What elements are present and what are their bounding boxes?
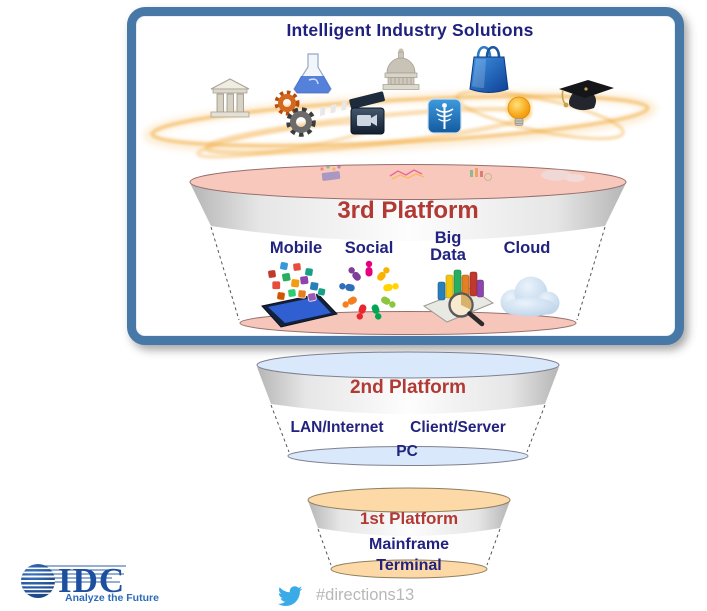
manufacturing-gears-icon [274,90,316,137]
platform2-funnel [256,351,560,466]
healthcare-caduceus-icon [427,98,462,134]
twitter-bird-icon [277,586,303,606]
idc-logo-text: IDC [58,561,126,600]
media-clapperboard-icon [319,91,385,135]
pillar-label-big-data: Big Data [430,229,466,265]
government-capitol-icon [382,48,420,90]
idc-logo-tagline: Analyze the Future [65,592,159,604]
platform2-item-lan-internet: LAN/Internet [290,419,384,436]
ghost-icons [320,165,585,182]
big-data-analytics-icon [422,269,495,327]
social-network-icon [339,260,399,320]
platform2-title: 2nd Platform [349,377,467,398]
platform3-title: 3rd Platform [337,197,479,224]
bank-icon [210,78,250,118]
retail-shopping-bag-icon [469,45,509,93]
platform2-item-pc: PC [396,443,418,460]
cloud-icon [500,276,560,317]
mobile-tablet-icon [261,261,338,328]
pillar-label-mobile: Mobile [269,239,323,257]
education-graduation-cap-icon [559,80,614,111]
platform2-item-client-server: Client/Server [410,419,506,436]
panel-title: Intelligent Industry Solutions [286,20,534,40]
platform3-funnel [189,164,627,335]
pillar-label-social: Social [344,239,394,257]
platform1-item-mainframe: Mainframe [368,536,450,553]
idc-logo-globe-icon [21,564,126,598]
energy-lightbulb-icon [505,94,533,126]
pillar-label-cloud: Cloud [503,239,551,257]
platform1-funnel [307,487,511,579]
chemistry-flask-icon [293,53,332,94]
platform1-title: 1st Platform [359,509,459,528]
platform1-item-terminal: Terminal [376,557,442,574]
event-hashtag: #directions13 [316,586,415,604]
